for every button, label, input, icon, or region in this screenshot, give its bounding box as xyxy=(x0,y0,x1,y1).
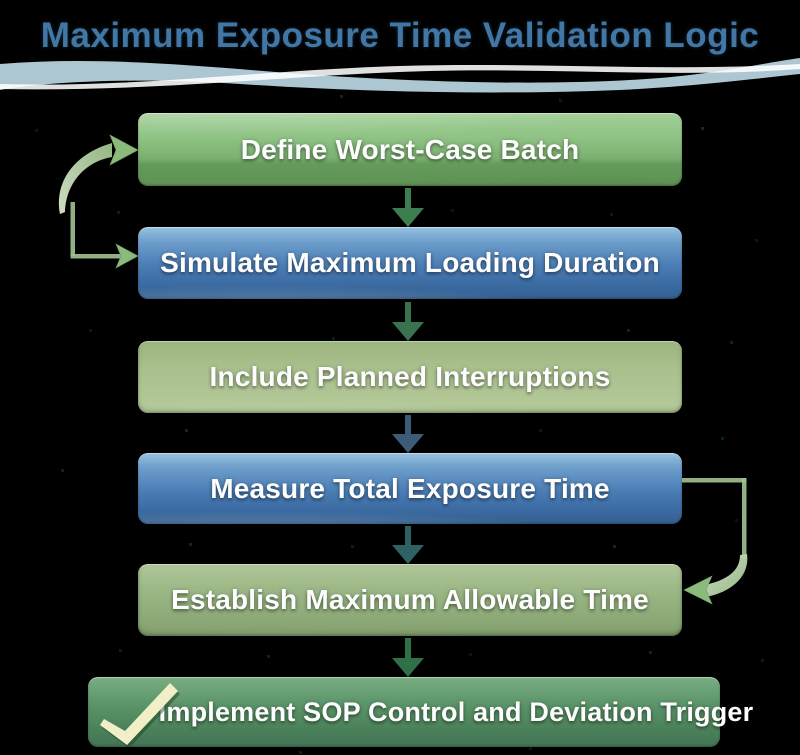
down-arrow-2 xyxy=(389,302,427,341)
step-label: Define Worst-Case Batch xyxy=(240,133,580,165)
title-underline-wave xyxy=(0,58,800,93)
step-label: Implement SOP Control and Deviation Trig… xyxy=(158,696,754,727)
page-title: Maximum Exposure Time Validation Logic xyxy=(40,16,760,55)
flow-step-simulate-maximum-loading-duration: Simulate Maximum Loading Duration xyxy=(138,227,682,299)
flow-step-establish-maximum-allowable-time: Establish Maximum Allowable Time xyxy=(138,564,682,636)
checkmark-icon xyxy=(100,683,180,747)
background-noise xyxy=(0,0,1,1)
step-label: Measure Total Exposure Time xyxy=(210,472,610,504)
flow-step-measure-total-exposure-time: Measure Total Exposure Time xyxy=(138,453,682,524)
down-arrow-3 xyxy=(389,415,427,453)
flow-step-include-planned-interruptions: Include Planned Interruptions xyxy=(138,341,682,413)
right-loop-connector xyxy=(682,478,748,605)
flow-step-implement-sop-control: Implement SOP Control and Deviation Trig… xyxy=(88,677,753,747)
step-label: Include Planned Interruptions xyxy=(209,361,611,392)
flow-step-define-worst-case-batch: Define Worst-Case Batch xyxy=(138,113,682,186)
down-arrow-5 xyxy=(389,638,427,677)
down-arrow-4 xyxy=(389,526,427,564)
step-label: Simulate Maximum Loading Duration xyxy=(160,247,660,278)
step-label: Establish Maximum Allowable Time xyxy=(171,584,649,615)
left-loop-connector xyxy=(58,134,139,269)
down-arrow-1 xyxy=(389,188,427,227)
